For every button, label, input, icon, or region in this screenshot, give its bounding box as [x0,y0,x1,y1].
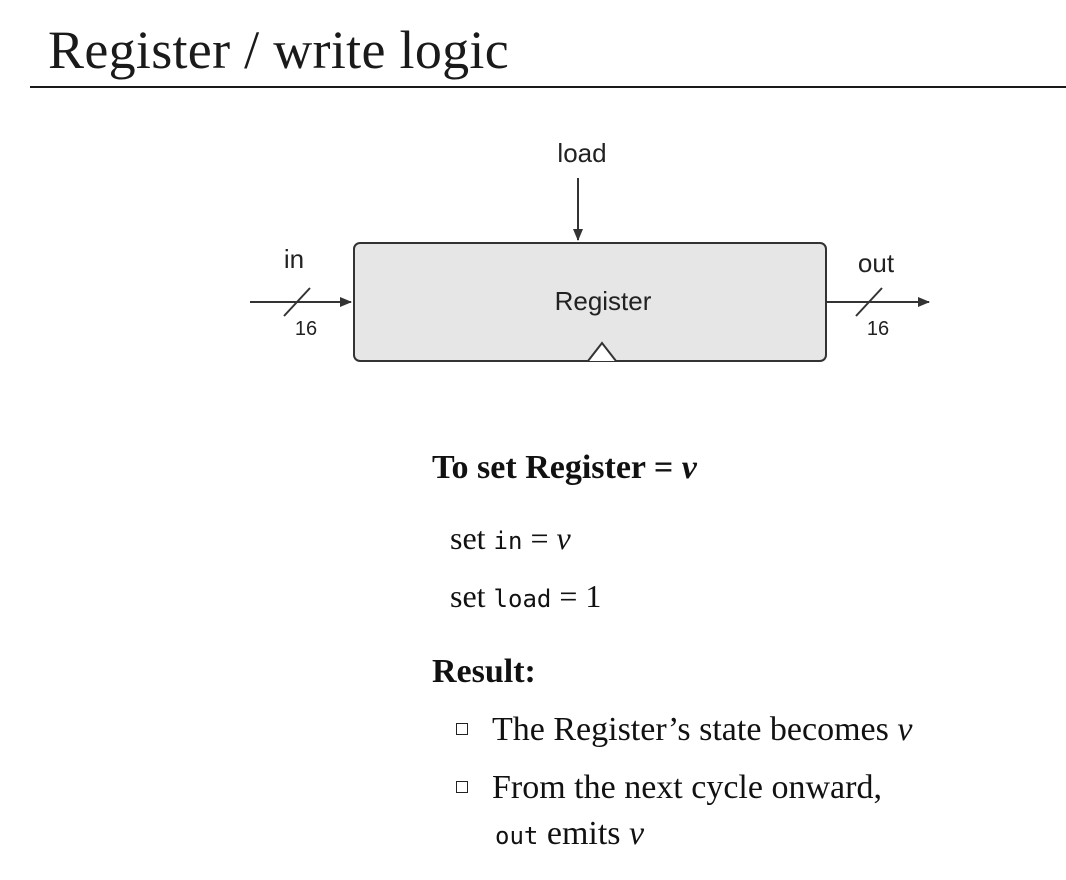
bullet-signal: out [495,822,539,850]
clock-triangle-icon [587,341,617,362]
bullet-var: v [629,815,645,852]
bullet-text-line1: From the next cycle onward, [492,769,882,806]
step-value: v [556,520,571,556]
bullet-var: v [897,711,913,748]
procedure-heading-text: To set Register = [432,449,682,486]
step-prefix: set [450,520,494,556]
step-signal: in [493,527,523,555]
procedure-heading-var: v [681,449,697,486]
load-label: load [557,138,606,168]
output-bus-width: 16 [867,318,889,340]
step-op: = [551,578,586,614]
step-op: = [522,520,557,556]
input-bus-width: 16 [295,318,317,340]
input-bus-slash [283,287,311,317]
result-bullet: From the next cycle onward, [456,766,882,810]
square-bullet-icon [456,723,468,736]
square-bullet-icon [456,781,468,794]
result-bullet-continuation: out emits v [495,812,644,858]
step-signal: load [493,585,552,613]
output-bus-slash [855,287,883,317]
title-underline [30,86,1066,88]
bullet-text: The Register’s state becomes [492,711,898,748]
result-heading: Result: [432,653,536,690]
procedure-heading: To set Register = v [432,446,697,490]
step-value: 1 [585,578,602,614]
step-prefix: set [450,578,494,614]
bullet-text-line2: emits [538,815,630,852]
register-block-label: Register [555,286,652,316]
step-set-load: set load = 1 [450,576,601,619]
result-bullet: The Register’s state becomes v [456,708,912,752]
slide-title: Register / write logic [48,20,509,80]
output-label: out [858,248,895,278]
step-set-in: set in = v [450,518,571,561]
register-diagram: Register load in 16 out 16 [250,138,930,362]
input-label: in [284,244,304,274]
